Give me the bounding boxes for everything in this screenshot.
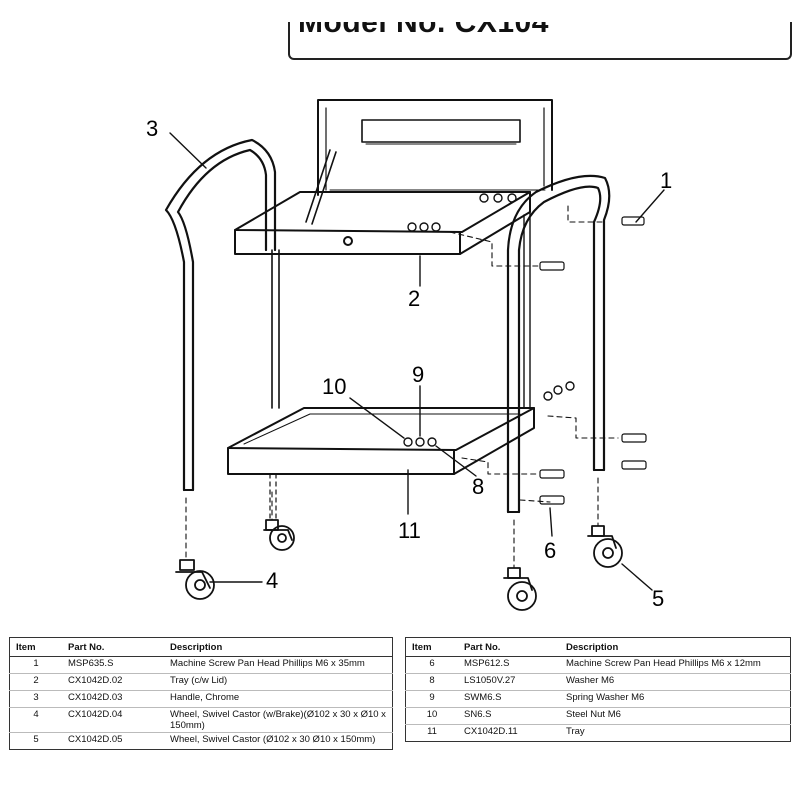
exploded-diagram [164,99,665,611]
callout-10: 10 [322,374,347,399]
part-no-cell: CX1042D.11 [458,724,560,742]
model-title: Model No. CX104 [298,22,549,39]
back-left-leg [271,249,280,409]
part-no-cell: MSP612.S [458,656,560,674]
description-cell: Washer M6 [560,673,791,691]
part-no-cell: CX1042D.03 [62,690,164,708]
part-no-cell: SWM6.S [458,690,560,708]
description-cell: Steel Nut M6 [560,707,791,725]
description-cell: Wheel, Swivel Castor (Ø102 x 30 Ø10 x 15… [164,732,393,750]
col-description: Description [560,637,791,657]
top-tray [234,191,531,233]
lid-stay [305,149,337,225]
part-no-cell: CX1042D.05 [62,732,164,750]
screws [539,216,647,505]
callout-6: 6 [544,538,557,563]
castor-back-left [263,519,295,551]
right-handle [506,174,611,514]
description-cell: Machine Screw Pan Head Phillips M6 x 12m… [560,656,791,674]
part-no-cell: SN6.S [458,707,560,725]
part-no-cell: LS1050V.27 [458,673,560,691]
col-item: Item [405,637,458,657]
table-row: 1 MSP635.S Machine Screw Pan Head Philli… [9,656,393,674]
table-row: 11 CX1042D.11 Tray [405,724,791,742]
table-row: 5 CX1042D.05 Wheel, Swivel Castor (Ø102 … [9,732,393,750]
description-cell: Handle, Chrome [164,690,393,708]
parts-table-left: Item Part No. Description 1 MSP635.S Mac… [9,637,393,750]
back-left-leg-lower [269,473,277,523]
description-cell: Tray (c/w Lid) [164,673,393,691]
item-cell: 6 [405,656,458,674]
callout-5: 5 [652,586,665,611]
item-cell: 2 [9,673,62,691]
castor-front-right [503,567,537,611]
col-description: Description [164,637,393,657]
callout-1: 1 [660,168,673,193]
table-row: 2 CX1042D.02 Tray (c/w Lid) [9,673,393,691]
item-cell: 10 [405,707,458,725]
castor-4 [175,559,215,600]
table-row: 9 SWM6.S Spring Washer M6 [405,690,791,708]
item-cell: 1 [9,656,62,674]
table-row: 6 MSP612.S Machine Screw Pan Head Philli… [405,656,791,674]
item-cell: 11 [405,724,458,742]
callout-8: 8 [472,474,485,499]
item-cell: 5 [9,732,62,750]
callout-4: 4 [266,568,279,593]
callout-9: 9 [412,362,425,387]
item-cell: 3 [9,690,62,708]
callout-3: 3 [146,116,159,141]
table-header-row: Item Part No. Description [405,637,791,657]
item-cell: 9 [405,690,458,708]
part-no-cell: CX1042D.02 [62,673,164,691]
description-cell: Spring Washer M6 [560,690,791,708]
description-cell: Tray [560,724,791,742]
description-cell: Machine Screw Pan Head Phillips M6 x 35m… [164,656,393,674]
table-row: 8 LS1050V.27 Washer M6 [405,673,791,691]
callout-2: 2 [408,286,421,311]
callout-11: 11 [398,518,421,543]
nuts-washers [403,193,575,447]
table-row: 10 SN6.S Steel Nut M6 [405,707,791,725]
lid-handle [361,119,521,143]
lid-panel [317,99,553,196]
part-no-cell: MSP635.S [62,656,164,674]
part-no-cell: CX1042D.04 [62,707,164,733]
table-row: 4 CX1042D.04 Wheel, Swivel Castor (w/Bra… [9,707,393,733]
left-handle [164,138,277,492]
col-part-no: Part No. [62,637,164,657]
col-part-no: Part No. [458,637,560,657]
parts-table-right: Item Part No. Description 6 MSP612.S Mac… [405,637,791,742]
castor-5 [587,525,623,568]
description-cell: Wheel, Swivel Castor (w/Brake)(Ø102 x 30… [164,707,393,733]
item-cell: 4 [9,707,62,733]
item-cell: 8 [405,673,458,691]
col-item: Item [9,637,62,657]
model-header-box: Model No. CX104 [288,22,792,60]
table-row: 3 CX1042D.03 Handle, Chrome [9,690,393,708]
table-header-row: Item Part No. Description [9,637,393,657]
